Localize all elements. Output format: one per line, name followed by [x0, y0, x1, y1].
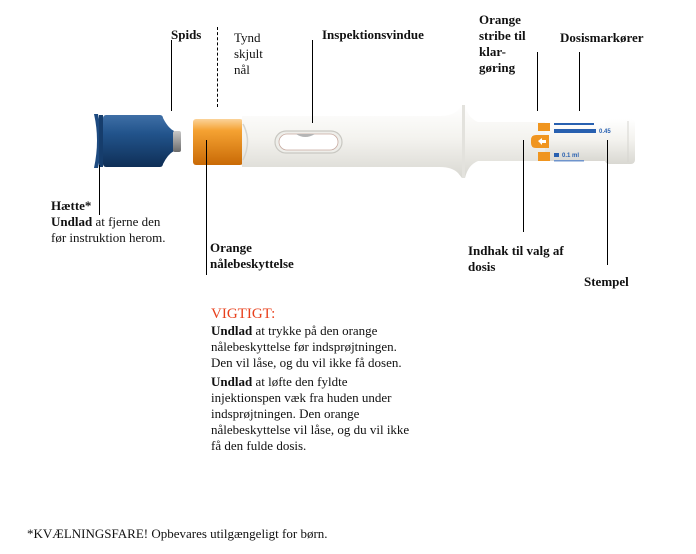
- cap-note-line: før instruktion herom.: [51, 230, 166, 245]
- label-line: gøring: [479, 60, 516, 75]
- label-hidden-needle: Tynd skjult nål: [234, 30, 263, 78]
- inspection-window-leader-line: [312, 40, 313, 123]
- label-cap: Hætte* Undlad at fjerne den før instrukt…: [51, 198, 165, 246]
- label-inspection-window: Inspektionsvindue: [322, 27, 424, 42]
- warning-text: at trykke på den orange: [252, 323, 378, 338]
- label-dose-markers: Dosismarkører: [560, 30, 644, 45]
- warning-text: at løfte den fyldte: [252, 374, 348, 389]
- label-priming-stripe: Orange stribe til klar- gøring: [479, 12, 526, 76]
- label-line: Tynd: [234, 30, 261, 45]
- warning-text: nålebeskyttelse vil låse, og du vil ikke: [211, 422, 410, 437]
- priming-stripe-leader-line: [537, 52, 538, 111]
- cap-leader-line: [99, 165, 100, 215]
- warning-paragraph-1: Undlad at trykke på den orange nålebesky…: [211, 323, 451, 371]
- label-plunger: Stempel: [584, 274, 629, 289]
- warning-bold: Undlad: [211, 323, 253, 338]
- label-line: nålebeskyttelse: [210, 256, 294, 271]
- label-line: Orange: [479, 12, 521, 27]
- cap: [94, 114, 181, 168]
- warning-text: Den vil låse, og du vil ikke få dosen.: [211, 355, 402, 370]
- dose-markers-leader-line: [579, 52, 580, 111]
- dose-unit-text: 0.1 ml: [562, 153, 579, 159]
- tip-leader-line: [171, 40, 172, 111]
- warning-paragraph-2: Undlad at løfte den fyldte injektionspen…: [211, 374, 451, 454]
- label-needle-guard: Orange nålebeskyttelse: [210, 240, 294, 272]
- label-line: nål: [234, 62, 250, 77]
- cap-note-bold: Undlad: [51, 214, 93, 229]
- label-dose-notch: Indhak til valg af dosis: [468, 243, 564, 275]
- pen-body: 0.45 0.1 ml: [242, 105, 635, 178]
- warning-text: indsprøjtningen. Den orange: [211, 406, 360, 421]
- label-line: Indhak til valg af: [468, 243, 564, 258]
- warning-text: få den fulde dosis.: [211, 438, 307, 453]
- warning-block: VIGTIGT: Undlad at trykke på den orange …: [211, 306, 451, 454]
- cap-title: Hætte*: [51, 198, 92, 213]
- needle-guard: [193, 119, 243, 165]
- label-line: Orange: [210, 240, 252, 255]
- label-line: stribe til: [479, 28, 526, 43]
- warning-bold: Undlad: [211, 374, 253, 389]
- warning-title: VIGTIGT:: [211, 306, 276, 322]
- hidden-needle-dashed-line: [217, 27, 218, 107]
- choking-hazard-note: *KVÆLNINGSFARE! Opbevares utilgængeligt …: [27, 526, 328, 541]
- label-line: skjult: [234, 46, 263, 61]
- dose-value-text: 0.45: [599, 129, 611, 135]
- label-line: klar-: [479, 44, 506, 59]
- dose-notch-leader-line: [523, 140, 524, 232]
- warning-text: injektionspen væk fra huden under: [211, 390, 392, 405]
- plunger-leader-line: [607, 140, 608, 265]
- warning-text: nålebeskyttelse før indsprøjtningen.: [211, 339, 397, 354]
- label-tip: Spids: [171, 27, 202, 42]
- cap-note-text: at fjerne den: [92, 214, 161, 229]
- needle-guard-leader-line: [206, 140, 207, 275]
- label-line: dosis: [468, 259, 496, 274]
